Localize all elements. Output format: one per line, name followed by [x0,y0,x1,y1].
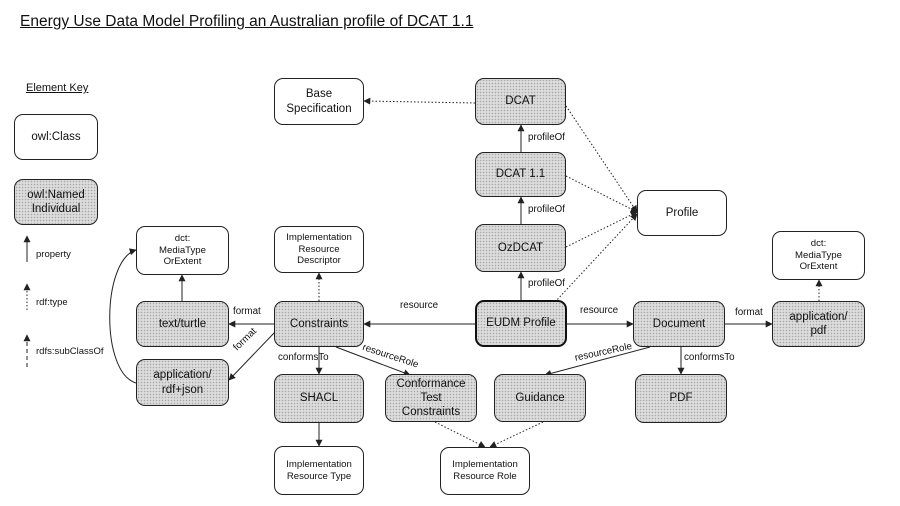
edge-dcat-profile [565,105,638,213]
node-document: Document [633,301,725,347]
element-key-title: Element Key [26,82,89,94]
node-application-pdf: application/ pdf [772,301,865,347]
node-text-turtle: text/turtle [136,301,229,347]
edge-label-resource-constraints: resource [400,300,439,311]
edge-guidance-impl-role [489,421,544,448]
key-subclassof-label: rdfs:subClassOf [36,346,104,357]
node-eudm-profile: EUDM Profile [475,300,567,347]
node-ozdcat: OzDCAT [475,224,566,272]
node-base-specification: Base Specification [274,78,364,125]
edge-label-profileof-dcat11: profileOf [528,132,566,143]
key-owl-class: owl:Class [14,114,98,160]
node-implementation-resource-type: Implementation Resource Type [274,446,364,495]
edge-conftest-impl-role [434,421,486,448]
edge-dcat-base-spec [363,97,476,105]
key-owl-named-individual: owl:Named Individual [14,179,98,225]
edge-ozdcat-profile [565,211,638,248]
node-dcat: DCAT [475,78,566,125]
edge-label-conformsto-shacl: conformsTo [278,352,329,363]
edge-dcat11-profile [565,175,638,213]
node-implementation-resource-role: Implementation Resource Role [440,447,530,495]
edge-constraints-rdfjson [228,331,276,381]
edge-constraints-conftest [335,346,411,377]
node-mediatype-left: dct: MediaType OrExtent [136,226,229,275]
diagram-title: Energy Use Data Model Profiling an Austr… [20,13,474,30]
node-application-rdf-json: application/ rdf+json [136,359,229,406]
edge-rdfjson-mediatype-subclass [109,248,137,384]
node-pdf: PDF [635,374,727,423]
edge-label-profileof-eudm: profileOf [528,278,566,289]
node-guidance: Guidance [494,374,586,422]
node-implementation-resource-descriptor: Implementation Resource Descriptor [274,226,364,273]
edge-label-format-pdf: format [735,307,763,318]
node-dcat11: DCAT 1.1 [475,152,566,197]
node-conformance-test-constraints: Conformance Test Constraints [385,374,477,422]
edge-label-profileof-ozdcat: profileOf [528,204,566,215]
edge-label-resource-document: resource [580,305,619,316]
edge-eudm-profile [554,213,638,303]
node-shacl: SHACL [274,374,364,423]
node-constraints: Constraints [274,301,364,347]
node-mediatype-right: dct: MediaType OrExtent [772,231,865,280]
node-profile: Profile [637,190,727,236]
key-property-label: property [36,249,71,260]
edge-document-guidance [544,346,651,377]
edge-label-format-turtle: format [233,306,261,317]
key-rdftype-label: rdf:type [36,297,68,308]
edge-label-conformsto-pdf: conformsTo [684,352,735,363]
